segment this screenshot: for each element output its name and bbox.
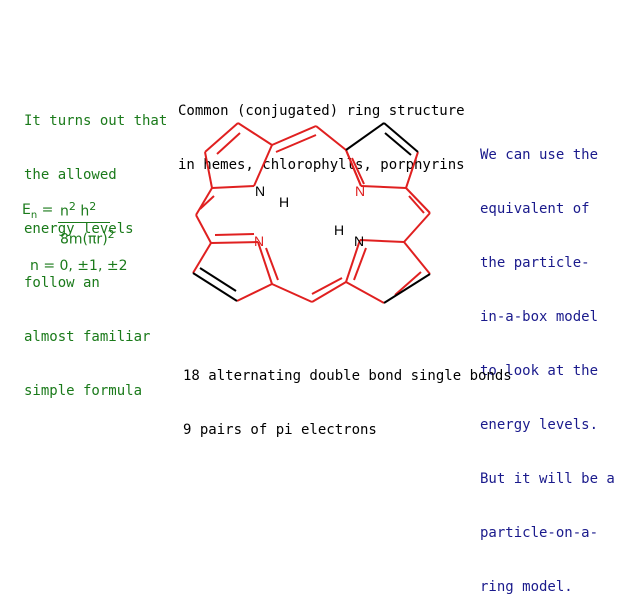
- num-n: n: [60, 203, 69, 220]
- bond: [253, 144, 273, 187]
- bond: [271, 125, 317, 146]
- title-line: Common (conjugated) ring structure: [178, 103, 465, 119]
- intro-line: It turns out that: [24, 113, 168, 129]
- explanation-line: equivalent of: [480, 201, 590, 217]
- formula-denominator: 8m(πr)2: [60, 228, 115, 248]
- double-bond-lines: [199, 132, 425, 296]
- intro-line: simple formula: [24, 383, 143, 399]
- explanation-line: in-a-box model: [480, 309, 599, 325]
- bond: [405, 151, 419, 189]
- outer-bonds: [192, 122, 431, 304]
- explanation-line: the particle-: [480, 255, 590, 271]
- num-h-exponent: 2: [89, 200, 97, 213]
- double-bond: [199, 195, 215, 210]
- double-bond: [214, 233, 255, 236]
- atom-labels: N H N N H N: [254, 183, 365, 249]
- nitrogen-atom: N: [354, 233, 364, 249]
- formula-lhs: En =: [22, 202, 53, 221]
- bond: [192, 242, 212, 274]
- bond: [211, 185, 255, 189]
- bond: [315, 125, 347, 151]
- formula-numerator: n2 h2: [60, 200, 96, 220]
- intro-line: the allowed: [24, 167, 117, 183]
- double-bond: [265, 247, 279, 281]
- explanation-line: particle-on-a-: [480, 525, 599, 541]
- outer-bond: [345, 122, 385, 151]
- double-bond: [275, 134, 317, 153]
- fraction-bar: [58, 222, 110, 223]
- bond: [345, 149, 362, 187]
- bond: [195, 187, 213, 216]
- num-h: h: [80, 203, 90, 220]
- bond: [204, 151, 213, 189]
- bond: [360, 185, 407, 189]
- summary-line: 18 alternating double bond single bonds: [183, 368, 512, 384]
- outer-bond: [199, 267, 237, 292]
- bond: [271, 283, 313, 303]
- intro-line: follow an: [24, 275, 100, 291]
- double-bond: [311, 277, 343, 295]
- outer-bond: [192, 272, 238, 302]
- nitrogen-atom: N: [355, 183, 365, 199]
- title-line: in hemes, chlorophylls, porphyrins: [178, 157, 465, 173]
- bond: [405, 187, 431, 214]
- structure-title: Common (conjugated) ring structure in he…: [178, 66, 465, 192]
- explanation-line: energy levels.: [480, 417, 599, 433]
- bond: [345, 281, 385, 304]
- bond: [236, 283, 273, 302]
- den-exponent: 2: [107, 228, 115, 241]
- bond-summary: 18 alternating double bond single bonds …: [183, 331, 512, 457]
- nitrogen-atom: N: [255, 183, 265, 199]
- explanation-line: to look at the: [480, 363, 599, 379]
- bond: [345, 239, 361, 283]
- double-bond: [353, 247, 367, 281]
- double-bond: [351, 157, 365, 185]
- hydrogen-atom: H: [279, 194, 289, 210]
- explanation-line: We can use the: [480, 147, 599, 163]
- equals-sign: =: [41, 202, 54, 218]
- num-n-exponent: 2: [68, 200, 76, 213]
- hydrogen-atom: H: [334, 222, 344, 238]
- bond: [210, 241, 259, 244]
- bond: [204, 122, 239, 153]
- bond: [403, 212, 431, 243]
- bond: [403, 241, 431, 275]
- double-bond: [216, 132, 241, 155]
- intro-line: almost familiar: [24, 329, 151, 345]
- bond: [195, 214, 212, 244]
- outer-bond: [383, 122, 419, 153]
- double-bond: [408, 195, 425, 214]
- bond: [257, 241, 273, 285]
- intro-line: energy levels: [24, 221, 134, 237]
- explanation-line: ring model.: [480, 579, 573, 595]
- quantum-number-values: n = 0, ±1, ±2: [30, 258, 128, 274]
- bond: [311, 281, 347, 303]
- summary-line: 9 pairs of pi electrons: [183, 422, 377, 438]
- energy-symbol: E: [22, 202, 31, 218]
- bond: [237, 122, 273, 146]
- porphyrin-ring-diagram: N H N N H N: [192, 122, 431, 304]
- bond: [359, 239, 405, 243]
- energy-subscript: n: [30, 209, 38, 221]
- nitrogen-atom: N: [254, 233, 264, 249]
- ring-bonds: [192, 122, 431, 304]
- outer-bond: [384, 132, 412, 156]
- intro-text: It turns out that the allowed energy lev…: [24, 76, 167, 418]
- den-main: 8m(πr): [60, 231, 108, 248]
- outer-bond: [383, 273, 431, 304]
- double-bond: [394, 271, 422, 296]
